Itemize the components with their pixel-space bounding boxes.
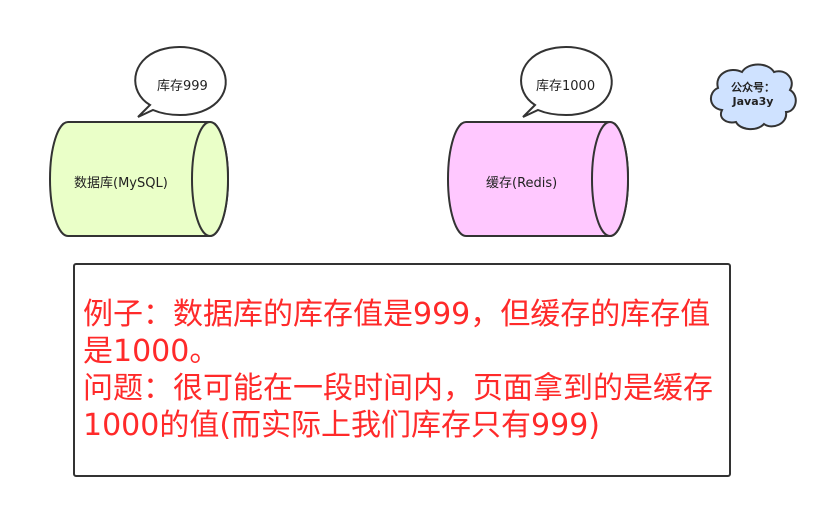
note-text: 例子：数据库的库存值是999，但缓存的库存值是1000。 问题：很可能在一段时间… [83, 296, 723, 444]
badge-cloud [710, 63, 797, 130]
note-box [73, 263, 731, 477]
cache-speech-bubble [520, 46, 613, 118]
cache-bubble-label: 库存1000 [536, 79, 596, 94]
database-speech-bubble [134, 46, 227, 118]
cache-cylinder [447, 121, 629, 237]
badge-line-2: Java3y [732, 95, 774, 108]
badge-line-1: 公众号： [731, 81, 775, 94]
database-bubble-label: 库存999 [157, 79, 208, 94]
database-cylinder [49, 121, 229, 237]
note-example-line: 例子：数据库的库存值是999，但缓存的库存值是1000。 [83, 297, 711, 369]
database-label: 数据库(MySQL) [74, 176, 168, 191]
note-problem-line: 问题：很可能在一段时间内，页面拿到的是缓存1000的值(而实际上我们库存只有99… [83, 371, 713, 443]
cache-label: 缓存(Redis) [486, 176, 558, 191]
badge-text: 公众号： Java3y [723, 81, 783, 109]
